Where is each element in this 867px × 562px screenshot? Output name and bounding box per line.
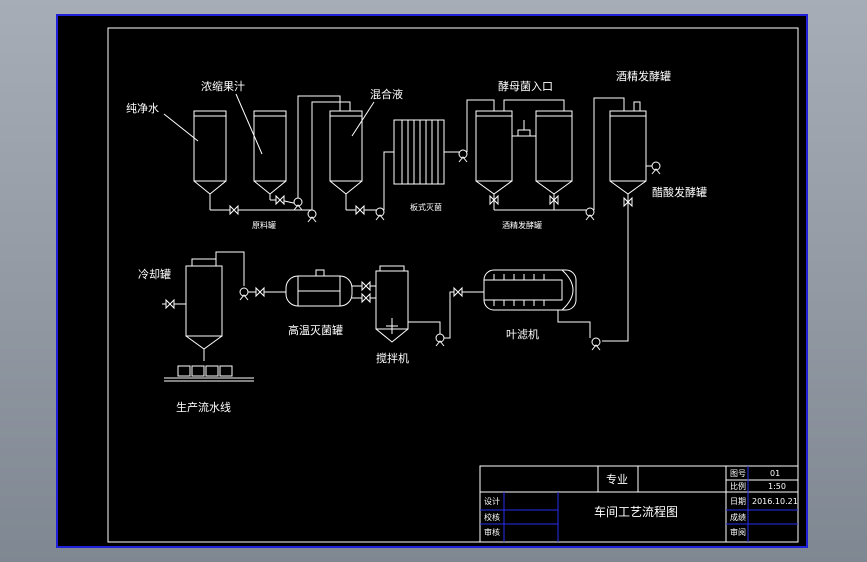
plate-sterilizer: [393, 119, 445, 185]
tb-major-label: 专业: [606, 472, 628, 486]
pipe: [297, 95, 341, 198]
tb-scale-label: 比例: [730, 481, 746, 491]
high-temp-sterilizer: [285, 269, 353, 307]
valve-icon: [165, 298, 175, 310]
mixing-tank: [329, 110, 363, 210]
tb-designer-label: 设计: [484, 496, 500, 506]
drawing-border: [107, 27, 799, 543]
pipe: [444, 291, 478, 339]
label-high-temp-sterilizer: 高温灭菌罐: [288, 323, 343, 337]
pipe: [593, 97, 625, 210]
tb-checker-label: 校核: [484, 512, 500, 522]
agitator-tank: [375, 265, 409, 343]
valve-icon: [549, 194, 559, 206]
acetic-fermenter: [609, 101, 647, 206]
pipe: [466, 99, 495, 152]
pipe: [408, 321, 441, 334]
pump-icon: [307, 209, 317, 223]
valve-icon: [229, 204, 239, 216]
tb-examine-label: 审阅: [730, 527, 746, 537]
valve-icon: [361, 280, 371, 292]
pure-water-tank: [193, 110, 227, 210]
valve-icon: [275, 194, 285, 206]
alcohol-fermenter-2: [535, 110, 573, 210]
pipe: [503, 99, 565, 111]
tb-review-label: 审核: [484, 527, 500, 537]
pipe: [383, 151, 394, 210]
label-acetic-fermenter: 醋酸发酵罐: [652, 185, 707, 199]
label-plate-sterilizer: 板式灭菌: [410, 202, 442, 212]
pump-icon: [375, 207, 385, 221]
process-flow-drawing: 纯净水 浓缩果汁 原料罐 混合液: [107, 27, 799, 543]
label-yeast-inlet: 酵母菌入口: [498, 80, 553, 93]
tb-scale: 1:50: [768, 482, 786, 491]
pipe: [557, 310, 591, 338]
tb-drawing-no-label: 图号: [730, 469, 746, 478]
pump-icon: [435, 333, 445, 347]
label-alcohol-fermenter-top: 酒精发酵罐: [616, 69, 671, 83]
juice-tank: [253, 110, 287, 200]
pipe: [215, 251, 245, 286]
title-block: [479, 465, 799, 543]
pump-icon: [585, 207, 595, 221]
pump-icon: [458, 149, 468, 163]
production-line-belt: [164, 365, 254, 382]
label-concentrated-juice: 浓缩果汁: [201, 80, 245, 93]
label-alcohol-fermenter-bottom: 酒精发酵罐: [502, 220, 542, 230]
tb-score-label: 成绩: [730, 512, 746, 522]
tb-date: 2016.10.21: [752, 497, 798, 506]
pump-icon: [591, 337, 601, 351]
pipe: [311, 101, 351, 210]
label-cooling-tank: 冷却罐: [138, 268, 171, 281]
leader-line: [351, 101, 375, 137]
valve-icon: [361, 292, 371, 304]
cad-viewport[interactable]: 纯净水 浓缩果汁 原料罐 混合液: [56, 14, 808, 548]
tb-drawing-title: 车间工艺流程图: [594, 504, 678, 519]
tb-drawing-no: 01: [770, 469, 780, 478]
tb-date-label: 日期: [730, 497, 746, 506]
label-production-line: 生产流水线: [176, 400, 231, 414]
yeast-inlet-port: [517, 129, 531, 137]
valve-icon: [453, 286, 463, 298]
alcohol-fermenter-1: [475, 110, 513, 210]
leader-line: [163, 113, 199, 142]
valve-icon: [489, 194, 499, 206]
label-agitator: 搅拌机: [376, 351, 409, 365]
valve-icon: [355, 204, 365, 216]
label-mixing-tank: 混合液: [370, 87, 403, 101]
label-raw-material-tank: 原料罐: [252, 220, 276, 230]
label-pure-water: 纯净水: [126, 101, 159, 115]
leaf-filter: [483, 269, 577, 311]
label-leaf-filter: 叶滤机: [506, 327, 539, 341]
pump-icon: [293, 197, 303, 211]
pipe: [602, 206, 629, 342]
leader-line: [235, 93, 263, 155]
cooling-tank: [185, 258, 223, 361]
pump-icon: [651, 161, 661, 175]
valve-icon: [623, 196, 633, 208]
valve-icon: [255, 286, 265, 298]
pump-icon: [239, 287, 249, 301]
